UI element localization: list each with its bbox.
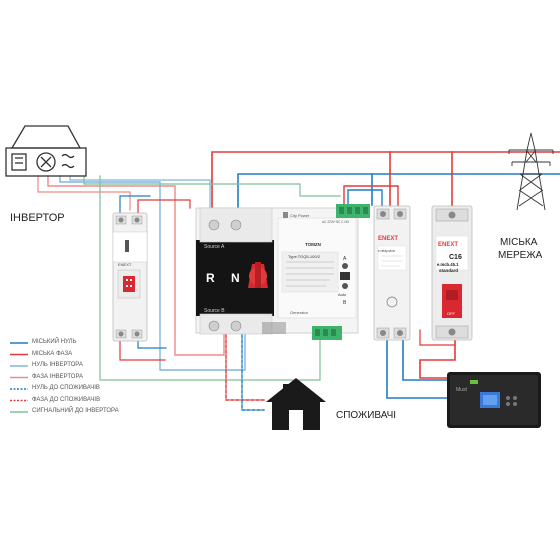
ats-mode-switch[interactable] — [340, 272, 350, 280]
inverter-neutral-wire-2 — [69, 175, 211, 209]
inverter-label: ІНВЕРТОР — [10, 212, 65, 224]
city-neutral-wire — [237, 173, 560, 209]
house-icon — [266, 378, 326, 430]
breaker-model: e.mcb.45.1 — [437, 262, 459, 267]
legend-item-label: МІСЬКА ФАЗА — [32, 350, 73, 357]
ats-letter-r: R — [206, 271, 215, 285]
relay-signal-wire — [347, 189, 383, 221]
inverter-neutral-wire — [59, 175, 246, 371]
legend-item-label: МІСЬКИЙ НУЛЬ — [32, 339, 77, 345]
ats-type-label: Type:TOQ5-100/2 — [288, 254, 321, 259]
legend-item-label: НУЛЬ ДО СПОЖИВАЧІВ — [32, 385, 100, 391]
circuit-breaker — [431, 205, 473, 341]
breaker-to-ups-wire — [419, 329, 456, 379]
breaker-standard: standard — [439, 268, 458, 273]
ats-auto-label: Auto — [338, 292, 347, 297]
breaker-to-ups-wire-2 — [419, 329, 456, 346]
legend-item-label: СИГНАЛЬНИЙ ДО ІНВЕРТОРА — [32, 408, 119, 414]
timer-wire-2 — [137, 339, 167, 349]
inverter-phase-wire — [47, 175, 225, 356]
inverter-icon — [5, 125, 87, 177]
ats-top-terminal-block — [336, 204, 370, 218]
relay-to-ups-wire — [386, 339, 448, 399]
city-phase-wire — [211, 151, 560, 209]
breaker-off-text: OFF — [447, 311, 456, 316]
signal-wire — [83, 175, 341, 197]
consumer-neutral-wire — [241, 329, 265, 411]
legend-item-label: НУЛЬ ІНВЕРТОРА — [32, 362, 83, 368]
ats-switch — [195, 204, 370, 340]
relay-to-ups-wire-2 — [402, 339, 448, 381]
ats-source-a-label: Source A — [204, 244, 225, 250]
voltage-relay-model: e.relay.sens — [378, 249, 395, 253]
consumers-label: СПОЖИВАЧІ — [336, 410, 397, 421]
ats-source-b-label: Source B — [204, 308, 225, 314]
ats-off-label: B — [343, 300, 347, 306]
consumer-phase-wire — [225, 329, 265, 401]
timer-wire-top — [119, 195, 151, 214]
ats-manual-label: A — [343, 256, 347, 262]
breaker-brand: ENEXT — [438, 242, 458, 248]
timer-wire-top-2 — [137, 199, 191, 214]
voltage-relay-module — [373, 205, 411, 341]
signal-wire-lower — [99, 175, 321, 381]
legend — [10, 342, 28, 413]
legend-item-label: ФАЗА ІНВЕРТОРА — [32, 373, 84, 380]
ats-city-power-label: City Power — [290, 213, 310, 218]
legend-item-label: ФАЗА ДО СПОЖИВАЧІВ — [32, 396, 101, 403]
ats-brand: TOMZN — [305, 242, 321, 247]
ats-letter-n: N — [231, 271, 240, 285]
timer-wire — [119, 339, 166, 361]
ats-generator-label: Generator — [290, 310, 309, 315]
pylon-icon — [508, 132, 554, 211]
relay-signal-wire-2 — [343, 185, 399, 221]
ups-brand: Must — [456, 387, 467, 393]
time-relay-brand: ENEXT — [118, 262, 132, 267]
time-relay-module — [112, 212, 148, 342]
grid-label-line2: МЕРЕЖА — [498, 250, 543, 261]
ups-icon — [447, 372, 541, 428]
inverter-phase-wire-2 — [37, 175, 131, 211]
voltage-relay-brand: ENEXT — [378, 236, 398, 242]
grid-label-line1: МІСЬКА — [500, 237, 538, 248]
breaker-rating: C16 — [449, 254, 462, 261]
wires — [37, 151, 560, 411]
ats-ac-terminals-label: AC 220V NC C NO — [322, 220, 350, 224]
